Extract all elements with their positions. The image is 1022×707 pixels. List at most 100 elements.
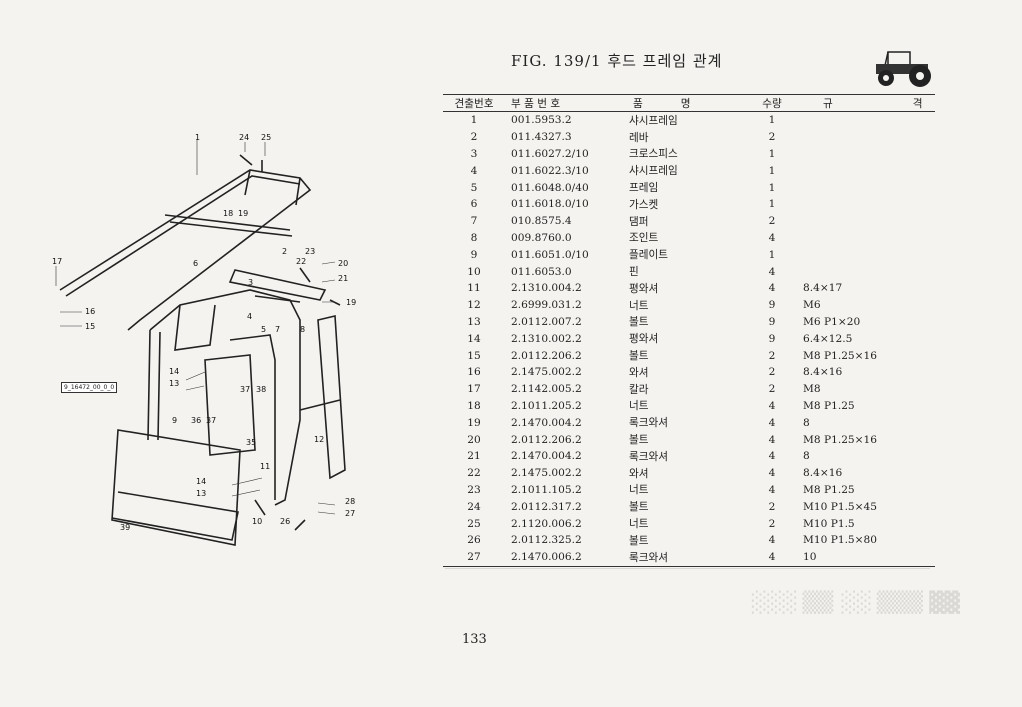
row-reference-no: 19 [467,416,481,429]
row-part-name: 와셔 [629,366,649,379]
row-part-number: 2.1310.002.2 [511,332,582,345]
row-reference-no: 13 [467,315,481,328]
row-part-name: 볼트 [629,534,649,547]
row-specification: M8 [803,383,821,396]
row-part-number: 2.1310.004.2 [511,282,582,295]
row-quantity: 1 [768,198,776,211]
row-part-name: 록크와셔 [629,551,668,564]
row-quantity: 4 [768,416,776,429]
row-part-number: 011.6053.0 [511,265,572,278]
row-reference-no: 26 [467,534,481,547]
row-specification [797,263,935,280]
row-part-name: 레바 [629,131,649,144]
row-reference-no: 24 [467,500,481,513]
svg-text:24: 24 [239,133,249,142]
svg-text:18: 18 [223,209,233,218]
svg-text:26: 26 [280,517,290,526]
svg-text:12: 12 [314,435,324,444]
row-quantity: 9 [768,332,776,345]
row-quantity: 2 [768,131,776,144]
svg-text:4: 4 [247,312,252,321]
row-quantity: 4 [768,265,776,278]
row-reference-no: 5 [470,181,478,194]
svg-text:19: 19 [238,209,248,218]
row-specification: M6 P1×20 [803,315,861,328]
svg-text:19: 19 [346,298,356,307]
row-quantity: 4 [768,231,776,244]
row-reference-no: 16 [467,366,481,379]
row-part-number: 011.6018.0/10 [511,198,589,211]
row-part-name: 록크와셔 [629,417,668,430]
svg-text:17: 17 [52,257,62,266]
header-quantity: 수량 [762,97,782,110]
row-part-name: 너트 [629,400,649,413]
row-quantity: 1 [768,248,776,261]
row-part-number: 2.1120.006.2 [511,517,582,530]
row-part-number: 2.0112.325.2 [511,534,582,547]
row-part-name: 칼라 [629,383,649,396]
svg-text:37: 37 [240,385,250,394]
row-part-name: 평와셔 [629,282,659,295]
row-quantity: 2 [768,366,776,379]
row-reference-no: 4 [470,164,478,177]
svg-text:23: 23 [305,247,315,256]
row-quantity: 2 [768,383,776,396]
row-part-number: 2.0112.206.2 [511,349,582,362]
row-reference-no: 3 [470,147,478,160]
row-reference-no: 25 [467,517,481,530]
bleed-through-text: ▓▓ ▒▒▒ ░░ ▒▒ ░░░ [750,590,960,614]
row-reference-no: 20 [467,433,481,446]
svg-text:15: 15 [85,322,95,331]
row-quantity: 2 [768,500,776,513]
row-quantity: 4 [768,282,776,295]
row-reference-no: 1 [470,114,478,127]
row-quantity: 1 [768,114,776,127]
header-reference-no: 견출번호 [454,97,494,110]
svg-text:11: 11 [260,462,270,471]
row-reference-no: 18 [467,399,481,412]
diagram-reference-label: 9_16472_00_0_0 [61,382,118,393]
svg-text:22: 22 [296,257,306,266]
row-part-name: 너트 [629,299,649,312]
row-quantity: 4 [768,433,776,446]
row-specification: M10 P1.5×80 [803,534,878,547]
row-part-name: 샤시프레임 [629,165,678,178]
row-specification: 8 [803,450,810,463]
tractor-icon [876,51,931,87]
svg-text:37: 37 [206,416,216,425]
row-specification: M8 P1.25 [803,399,855,412]
row-quantity: 4 [768,467,776,480]
page-number: 133 [462,632,487,647]
row-reference-no: 21 [467,450,481,463]
row-part-name: 샤시프레임 [629,114,678,127]
row-part-number: 2.1011.205.2 [511,399,582,412]
row-part-name: 조인트 [629,232,659,245]
svg-text:3: 3 [248,278,253,287]
row-reference-no: 11 [467,282,481,295]
diagram-linework [59,154,346,546]
svg-text:38: 38 [256,385,266,394]
row-part-number: 2.1475.002.2 [511,467,582,480]
row-part-number: 009.8760.0 [511,231,572,244]
figure-title: FIG. 139/1 후드 프레임 관계 [511,52,723,70]
row-part-number: 2.0112.206.2 [511,433,582,446]
row-reference-no: 17 [467,383,481,396]
row-part-name: 플레이트 [629,249,668,262]
row-part-number: 2.1011.105.2 [511,483,582,496]
row-quantity: 4 [768,483,776,496]
row-reference-no: 22 [467,467,481,480]
row-reference-no: 14 [467,332,481,345]
